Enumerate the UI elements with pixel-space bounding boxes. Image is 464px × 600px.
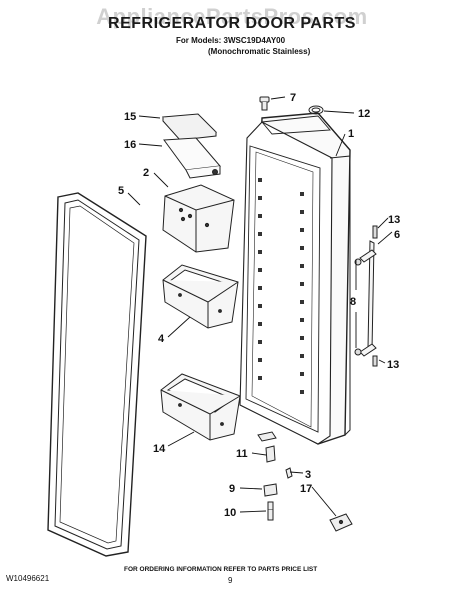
callout-11: 11 (236, 448, 248, 460)
handle-screws (354, 225, 378, 367)
door-bin-upper (162, 184, 235, 253)
callout-1: 1 (348, 128, 354, 140)
models-subline: (Monochromatic Stainless) (208, 47, 311, 56)
callout-14: 14 (153, 443, 166, 455)
callout-6: 6 (394, 229, 400, 241)
bottom-hinge-hardware (257, 431, 353, 532)
callout-9: 9 (229, 483, 235, 495)
screw-top (259, 96, 270, 111)
page-number: 9 (228, 576, 233, 585)
ordering-note: FOR ORDERING INFORMATION REFER TO PARTS … (124, 566, 318, 573)
dairy-door-trim (163, 137, 221, 179)
callout-13-top: 13 (388, 214, 400, 226)
document-id: W10496621 (6, 574, 50, 583)
callout-5: 5 (118, 185, 124, 197)
callout-2: 2 (143, 167, 149, 179)
callout-15: 15 (124, 111, 136, 123)
callout-16: 16 (124, 139, 136, 151)
cap-cover (161, 113, 218, 141)
watermark: AppliancePartsPros.com (96, 4, 368, 29)
door-shelf-tabs (258, 178, 304, 394)
door-gasket (47, 192, 147, 557)
models-line: For Models: 3WSC19D4AY00 (176, 36, 286, 45)
door-assembly (239, 112, 351, 445)
door-handle (359, 240, 377, 357)
callout-8: 8 (350, 296, 356, 308)
door-bin-middle (162, 264, 239, 329)
callout-13-bottom: 13 (387, 359, 399, 371)
page-title: REFRIGERATOR DOOR PARTS (108, 15, 356, 32)
callout-4: 4 (158, 333, 165, 345)
door-bin-lower (160, 373, 241, 441)
callout-3: 3 (305, 469, 311, 481)
callout-10: 10 (224, 507, 236, 519)
callout-7: 7 (290, 92, 296, 104)
callout-17: 17 (300, 483, 312, 495)
leader-lines (127, 96, 393, 517)
callout-12: 12 (358, 108, 370, 120)
plug-button (308, 105, 324, 115)
